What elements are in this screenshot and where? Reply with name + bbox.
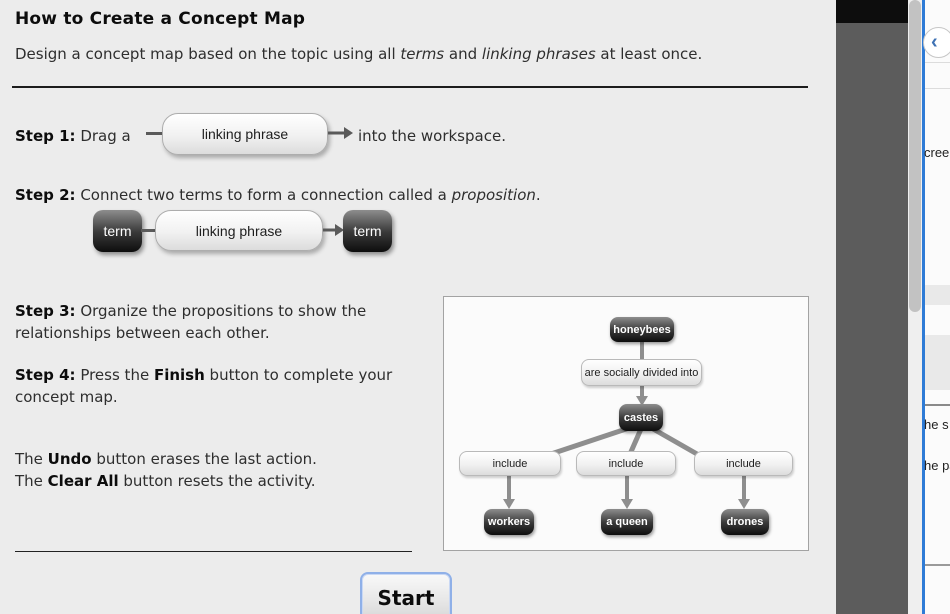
note-clear-all: The Clear All button resets the activity… xyxy=(15,470,415,492)
divider xyxy=(15,551,412,552)
arrow-right-icon xyxy=(323,224,344,236)
note-clear-pre: The xyxy=(15,472,48,490)
divider xyxy=(925,404,950,406)
example-linking-include-3: include xyxy=(694,451,793,476)
connector-stub xyxy=(141,229,156,232)
arrow-right-icon xyxy=(328,127,353,139)
example-concept-map: honeybees are socially divided into cast… xyxy=(443,296,809,551)
step1-pre: Drag a xyxy=(75,127,131,145)
example-term-label: workers xyxy=(487,516,531,528)
divider xyxy=(925,62,950,63)
example-linking-label: include xyxy=(492,457,528,470)
clipped-text-fragment: cree xyxy=(924,145,950,160)
step1-post: into the workspace. xyxy=(358,127,506,145)
term-label: term xyxy=(353,223,382,239)
divider xyxy=(925,564,950,566)
subtitle-italic-linking-phrases: linking phrases xyxy=(481,45,596,63)
step2-post: . xyxy=(535,186,541,204)
term-chip: term xyxy=(93,210,142,252)
example-linking-include-2: include xyxy=(576,451,676,476)
example-term-workers: workers xyxy=(484,509,534,535)
note-undo: The Undo button erases the last action. xyxy=(15,448,415,470)
subtitle-text: at least once. xyxy=(595,45,703,63)
example-term-drones: drones xyxy=(721,509,769,535)
collapsed-side-panel xyxy=(925,0,950,614)
step3-body: Organize the propositions to show the re… xyxy=(15,302,367,342)
subtitle: Design a concept map based on the topic … xyxy=(15,45,702,63)
step3-label: Step 3: xyxy=(15,302,76,320)
panel-row-band xyxy=(925,335,950,390)
start-button[interactable]: Start xyxy=(360,572,452,614)
step4-label: Step 4: xyxy=(15,366,76,384)
note-undo-post: button erases the last action. xyxy=(91,450,317,468)
example-linking-label: include xyxy=(608,457,644,470)
chevron-left-icon[interactable]: ‹ xyxy=(923,27,950,58)
step2-italic-proposition: proposition xyxy=(451,186,536,204)
example-term-a-queen: a queen xyxy=(601,509,653,535)
linking-phrase-chip: linking phrase xyxy=(162,113,328,155)
panel-accent-border xyxy=(922,0,925,614)
step3-text: Step 3: Organize the propositions to sho… xyxy=(15,300,407,344)
note-clear-post: button resets the activity. xyxy=(118,472,316,490)
step1-label: Step 1: xyxy=(15,127,76,145)
term-label: term xyxy=(103,223,132,239)
example-term-label: a queen xyxy=(606,516,648,528)
subtitle-italic-terms: terms xyxy=(400,45,445,63)
step2-pre: Connect two terms to form a connection c… xyxy=(75,186,452,204)
subtitle-text: Design a concept map based on the topic … xyxy=(15,45,401,63)
step1-text: Step 1: Drag a xyxy=(15,125,131,147)
linking-phrase-label: linking phrase xyxy=(195,222,283,239)
example-term-label: castes xyxy=(623,411,659,424)
subtitle-text: and xyxy=(444,45,482,63)
example-linking-label: are socially divided into xyxy=(584,366,699,379)
note-undo-word: Undo xyxy=(47,450,92,468)
page-title: How to Create a Concept Map xyxy=(15,9,306,29)
step4-text: Step 4: Press the Finish button to compl… xyxy=(15,364,407,408)
note-undo-pre: The xyxy=(15,450,48,468)
step2-text: Step 2: Connect two terms to form a conn… xyxy=(15,184,541,206)
example-term-honeybees: honeybees xyxy=(610,317,674,342)
linking-phrase-label: linking phrase xyxy=(201,126,289,142)
step2-label: Step 2: xyxy=(15,186,76,204)
step4-post: button to complete your concept map. xyxy=(15,366,393,406)
divider xyxy=(925,88,950,89)
term-chip: term xyxy=(343,210,392,252)
page-overlay xyxy=(836,0,908,614)
example-linking-phrase: are socially divided into xyxy=(581,359,702,386)
panel-row-band xyxy=(925,285,950,305)
divider xyxy=(12,86,808,88)
example-term-label: honeybees xyxy=(613,323,671,336)
clipped-text-fragment: he s xyxy=(924,417,949,432)
linking-phrase-chip: linking phrase xyxy=(155,210,323,251)
example-linking-include-1: include xyxy=(459,451,561,476)
clipped-text-fragment: he pa xyxy=(924,458,950,473)
example-term-label: drones xyxy=(726,516,764,528)
note-clear-word: Clear All xyxy=(47,472,119,490)
scrollbar-thumb[interactable] xyxy=(909,0,921,312)
step4-pre: Press the xyxy=(75,366,154,384)
step4-finish-word: Finish xyxy=(153,366,205,384)
example-linking-label: include xyxy=(726,457,761,470)
example-term-castes: castes xyxy=(619,404,663,431)
connector-stub xyxy=(146,132,163,135)
instructions-dialog: How to Create a Concept Map Design a con… xyxy=(12,9,809,614)
page-top-bar xyxy=(836,0,908,23)
